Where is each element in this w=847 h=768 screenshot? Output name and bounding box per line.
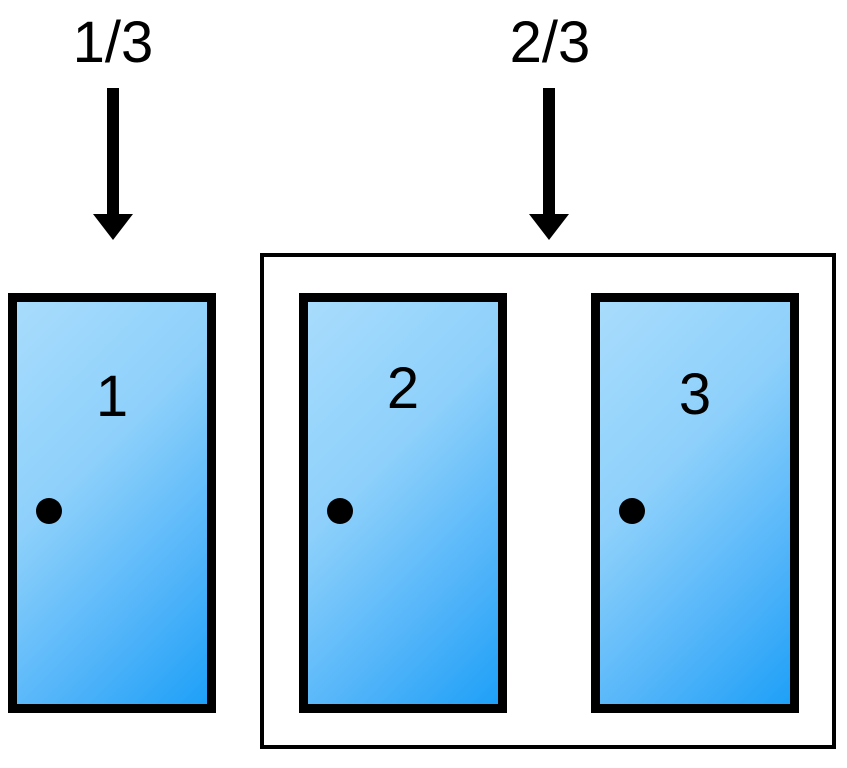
probability-label-door-1: 1/3 <box>72 10 154 75</box>
door-number: 3 <box>678 362 712 427</box>
door-knob-icon <box>36 498 62 524</box>
door-1: 1 <box>8 293 216 713</box>
door-knob-icon <box>619 498 645 524</box>
door-3: 3 <box>591 293 799 713</box>
down-arrow-icon <box>93 88 133 240</box>
door-number: 1 <box>95 364 129 429</box>
door-knob-icon <box>327 498 353 524</box>
door-number: 2 <box>386 356 420 421</box>
door-2: 2 <box>299 293 507 713</box>
down-arrow-icon <box>529 88 569 240</box>
probability-label-doors-2-3: 2/3 <box>509 10 591 75</box>
